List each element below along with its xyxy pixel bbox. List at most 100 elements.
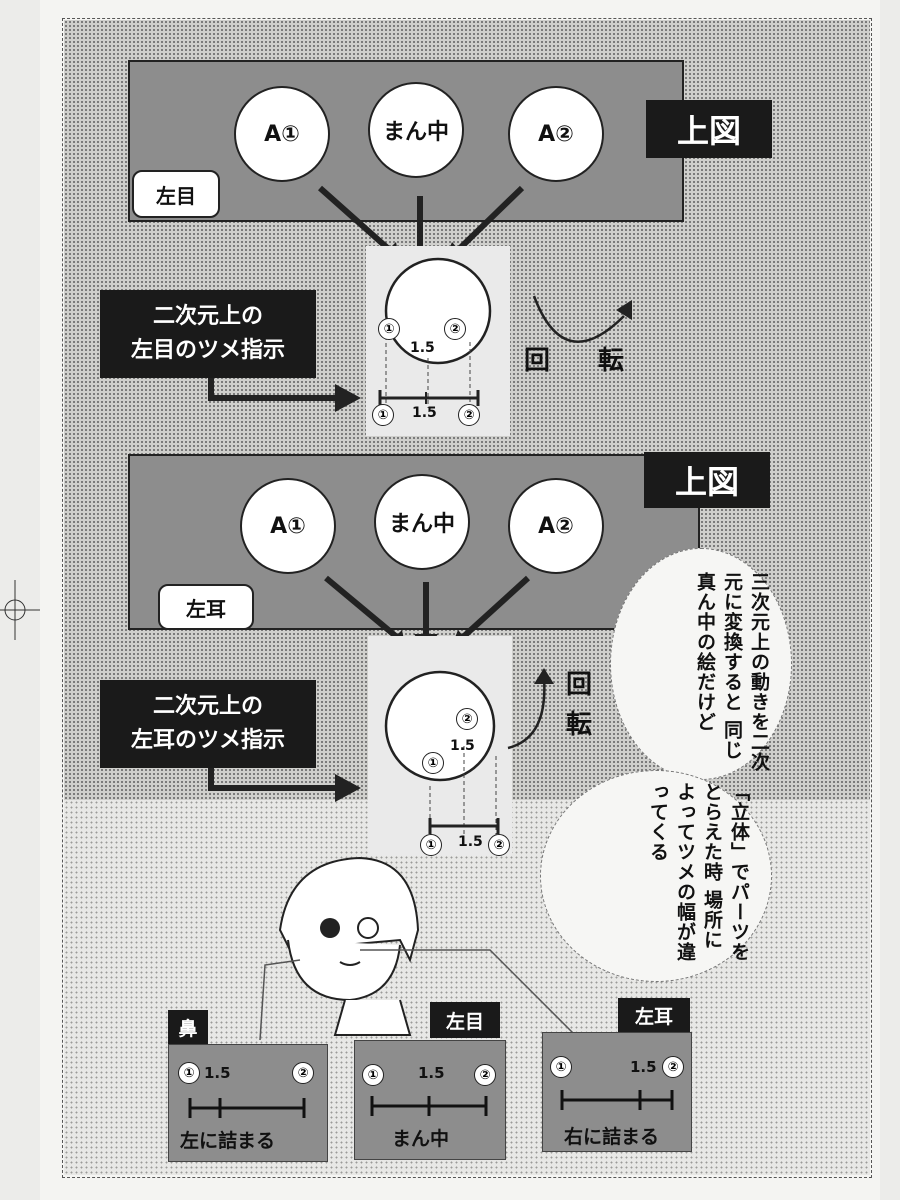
mark-text: ② <box>297 1065 309 1081</box>
mark-text: ② <box>493 837 505 853</box>
label-line2: 左耳のツメ指示 <box>130 728 285 753</box>
top-scale-mark-mid: 1.5 <box>412 405 437 421</box>
header-text: 上図 <box>674 463 739 501</box>
tag-left-eye: 左目 <box>132 170 220 218</box>
bottom-head-mark-mid: 1.5 <box>450 738 475 754</box>
mark-text: ② <box>449 321 461 337</box>
mark-text: 1.5 <box>418 1064 445 1082</box>
bottom-rotate-arrow <box>507 668 554 750</box>
rotate-char: 回 <box>524 346 551 376</box>
nose-scale-line <box>188 1098 306 1118</box>
note-text-2: 「立体」でパーツをとらえた時 場所によってツメの幅が違ってくる <box>556 782 752 962</box>
bottom-rotate-text-a: 回 <box>566 664 592 701</box>
box-label-text: 左目 <box>445 1010 484 1033</box>
tag-text: 左目 <box>156 183 196 208</box>
label-line2: 左目のツメ指示 <box>130 338 285 363</box>
circle-a2-bottom: A② <box>508 478 604 574</box>
note-text-1: 三次元上の動きを二次元に変換すると 同じ真ん中の絵だけど <box>622 572 772 772</box>
eye-mark-mid: 1.5 <box>418 1064 445 1082</box>
box-label-left-eye: 左目 <box>430 1002 500 1038</box>
girl-illustration <box>259 856 581 1040</box>
mark-text: ① <box>367 1067 379 1083</box>
circle-label: まん中 <box>388 512 455 537</box>
label-line1: 二次元上の <box>152 304 263 329</box>
bottom-head-mark-1: ① <box>422 752 444 774</box>
note-text: 「立体」でパーツをとらえた時 場所によってツメの幅が違ってくる <box>647 782 750 962</box>
mark-text: 1.5 <box>410 340 435 356</box>
nose-mark-mid: 1.5 <box>204 1064 231 1082</box>
mark-text: 1.5 <box>412 405 437 421</box>
bottom-header-label: 上図 <box>644 452 770 508</box>
top-2d-label: 二次元上の 左目のツメ指示 <box>100 290 316 378</box>
top-pointer-arrow <box>208 378 361 412</box>
top-rotate-text-b: 転 <box>598 340 624 377</box>
mark-text: ① <box>425 837 437 853</box>
rotate-char: 回 <box>566 670 593 700</box>
top-head-mark-2: ② <box>444 318 466 340</box>
circle-a1-top: A① <box>234 86 330 182</box>
mark-text: 1.5 <box>450 738 475 754</box>
note-bubble-2 <box>540 770 772 982</box>
rotate-char: 転 <box>566 710 593 740</box>
top-scale-mark-2: ② <box>458 404 480 426</box>
box-label-nose: 鼻 <box>168 1010 208 1044</box>
circle-middle-bottom: まん中 <box>374 474 470 570</box>
top-rotate-arrow <box>532 295 632 343</box>
circle-label: まん中 <box>382 120 449 145</box>
dashed-frame <box>62 18 872 1178</box>
eye-mark-2: ② <box>474 1064 496 1086</box>
ear-mark-1: ① <box>550 1056 572 1078</box>
circle-middle-top: まん中 <box>368 82 464 178</box>
top-rotate-text-a: 回 <box>524 340 550 377</box>
mark-text: 1.5 <box>204 1064 231 1082</box>
circle-label: A② <box>538 513 574 539</box>
top-head-sketch <box>378 257 492 408</box>
top-header-label: 上図 <box>646 100 772 158</box>
bottom-scale-mark-2: ② <box>488 834 510 856</box>
caption-text: 左に詰まる <box>180 1130 276 1152</box>
circle-label: A② <box>538 121 574 147</box>
bottom-rotate-text-b: 転 <box>566 704 592 741</box>
box-label-text: 左耳 <box>634 1005 673 1028</box>
rotate-char: 転 <box>598 346 625 376</box>
circle-label: A① <box>264 121 300 147</box>
mark-text: ① <box>377 407 389 423</box>
ear-scale-line <box>560 1090 674 1110</box>
eye-mark-1: ① <box>362 1064 384 1086</box>
box-label-text: 鼻 <box>178 1017 198 1040</box>
mark-text: 1.5 <box>458 834 483 850</box>
top-head-mark-mid: 1.5 <box>410 340 435 356</box>
tag-text: 左耳 <box>186 596 226 621</box>
note-text: 三次元上の動きを二次元に変換すると 同じ真ん中の絵だけど <box>694 572 770 772</box>
caption-text: 右に詰まる <box>564 1126 660 1148</box>
circle-a2-top: A② <box>508 86 604 182</box>
mark-text: 1.5 <box>630 1058 657 1076</box>
nose-caption: 左に詰まる <box>180 1126 275 1153</box>
caption-text: まん中 <box>392 1128 450 1150</box>
top-scale-mark-1: ① <box>372 404 394 426</box>
mark-text: ② <box>461 711 473 727</box>
nose-mark-1: ① <box>178 1062 200 1084</box>
bottom-pointer-arrow <box>208 768 361 802</box>
mark-text: ② <box>667 1059 679 1075</box>
bottom-scale-mark-mid: 1.5 <box>458 834 483 850</box>
ear-caption: 右に詰まる <box>564 1122 659 1149</box>
header-text: 上図 <box>676 112 741 150</box>
mark-text: ① <box>183 1065 195 1081</box>
registration-mark <box>0 580 40 640</box>
tag-left-ear: 左耳 <box>158 584 254 630</box>
mark-text: ① <box>555 1059 567 1075</box>
mark-text: ① <box>427 755 439 771</box>
mark-text: ② <box>463 407 475 423</box>
bottom-2d-label: 二次元上の 左耳のツメ指示 <box>100 680 316 768</box>
ear-mark-mid: 1.5 <box>630 1058 657 1076</box>
note-bubble-1 <box>610 548 792 780</box>
bottom-head-mark-2: ② <box>456 708 478 730</box>
bottom-scale-mark-1: ① <box>420 834 442 856</box>
label-line1: 二次元上の <box>152 694 263 719</box>
top-head-mark-1: ① <box>378 318 400 340</box>
mark-text: ① <box>383 321 395 337</box>
mark-text: ② <box>479 1067 491 1083</box>
eye-scale-line <box>370 1096 488 1116</box>
scale-box-left-ear <box>542 1032 692 1152</box>
